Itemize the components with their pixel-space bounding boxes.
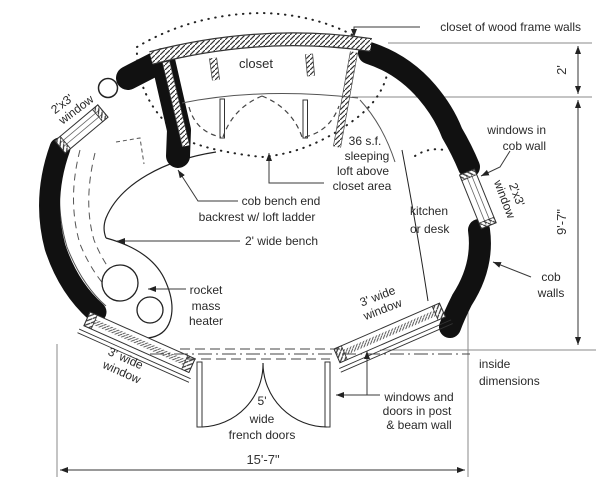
svg-text:cob bench end: cob bench end — [242, 194, 321, 208]
label-cob-bench-end: cob bench end backrest w/ loft ladder — [199, 194, 321, 224]
svg-text:36 s.f.: 36 s.f. — [349, 134, 382, 148]
label-french-doors: 5' wide french doors — [229, 394, 296, 442]
label-window-3ft-bottom-right: 3' wide window — [358, 283, 404, 323]
svg-text:rocket: rocket — [190, 283, 223, 297]
label-sleeping-loft: 36 s.f. sleeping loft above closet area — [333, 134, 392, 193]
window-2x3-right — [458, 168, 497, 230]
label-window-2x3-right: 2'x3' window — [491, 177, 528, 221]
svg-text:backrest w/ loft ladder: backrest w/ loft ladder — [199, 210, 316, 224]
french-door-right-swing — [262, 362, 328, 428]
cob-wall-bottom-right — [439, 219, 491, 338]
closet-door-swing — [261, 95, 303, 138]
closet-door-leaf — [302, 99, 308, 139]
closet-wood-frame-wall — [149, 32, 373, 148]
svg-text:wide: wide — [249, 412, 275, 426]
svg-text:loft above: loft above — [337, 164, 389, 178]
cob-wall-left — [39, 137, 107, 323]
dimension-width-text: 15'-7" — [246, 452, 280, 467]
label-windows-in-cob-wall: windows in cob wall — [486, 123, 546, 153]
window-3ft-bottom-left — [77, 311, 196, 383]
cob-wall-top-right — [358, 42, 480, 178]
post-circle — [97, 77, 119, 99]
label-rocket-mass-heater: rocket mass heater — [189, 283, 223, 328]
closet-door-swing — [304, 105, 340, 138]
french-door-left-swing — [201, 362, 264, 428]
window-2x3-left — [54, 104, 109, 154]
svg-text:mass: mass — [192, 299, 221, 313]
label-closet: closet — [239, 56, 273, 71]
kitchen-counter — [359, 99, 429, 302]
label-cob-walls: cob walls — [537, 270, 565, 300]
svg-text:walls: walls — [537, 286, 565, 300]
svg-text:or desk: or desk — [410, 222, 450, 236]
french-door-right-leaf — [324, 361, 331, 428]
svg-text:cob wall: cob wall — [503, 139, 546, 153]
french-doors — [196, 361, 331, 428]
label-kitchen-or-desk: kitchen or desk — [410, 204, 450, 236]
dimension-height-text: 9'-7" — [554, 209, 569, 235]
svg-text:cob: cob — [541, 270, 561, 284]
svg-text:kitchen: kitchen — [410, 204, 448, 218]
closet-door-swing — [188, 106, 222, 138]
label-inside-dimensions: inside dimensions — [479, 357, 540, 388]
window-3ft-bottom-right — [333, 302, 453, 373]
dimension-lines — [60, 46, 581, 473]
svg-text:windows in: windows in — [486, 123, 546, 137]
svg-text:sleeping: sleeping — [345, 149, 390, 163]
svg-text:windows and: windows and — [383, 390, 453, 404]
svg-text:& beam wall: & beam wall — [386, 418, 451, 432]
svg-text:9'-7": 9'-7" — [554, 209, 569, 235]
closet-door-leaf — [219, 98, 225, 139]
label-post-beam-wall: windows and doors in post & beam wall — [383, 390, 454, 432]
svg-text:doors in post: doors in post — [383, 404, 452, 418]
closet-doors — [181, 93, 359, 139]
dimension-closet-depth-text: 2' — [554, 65, 569, 75]
closet-door-swing — [222, 95, 263, 138]
svg-text:2': 2' — [554, 65, 569, 75]
svg-text:inside: inside — [479, 357, 511, 371]
svg-text:closet area: closet area — [333, 179, 392, 193]
svg-text:dimensions: dimensions — [479, 374, 540, 388]
label-closet-wood-frame-walls: closet of wood frame walls — [440, 20, 581, 34]
french-door-left-leaf — [196, 361, 203, 428]
extension-lines — [56, 42, 596, 477]
beam-dashed-lines — [150, 348, 470, 360]
svg-text:heater: heater — [189, 314, 223, 328]
svg-text:french doors: french doors — [229, 428, 296, 442]
leader-lines — [117, 26, 532, 398]
svg-text:5': 5' — [258, 394, 267, 408]
rocket-mass-heater — [101, 237, 173, 339]
label-2ft-wide-bench: 2' wide bench — [245, 234, 318, 248]
